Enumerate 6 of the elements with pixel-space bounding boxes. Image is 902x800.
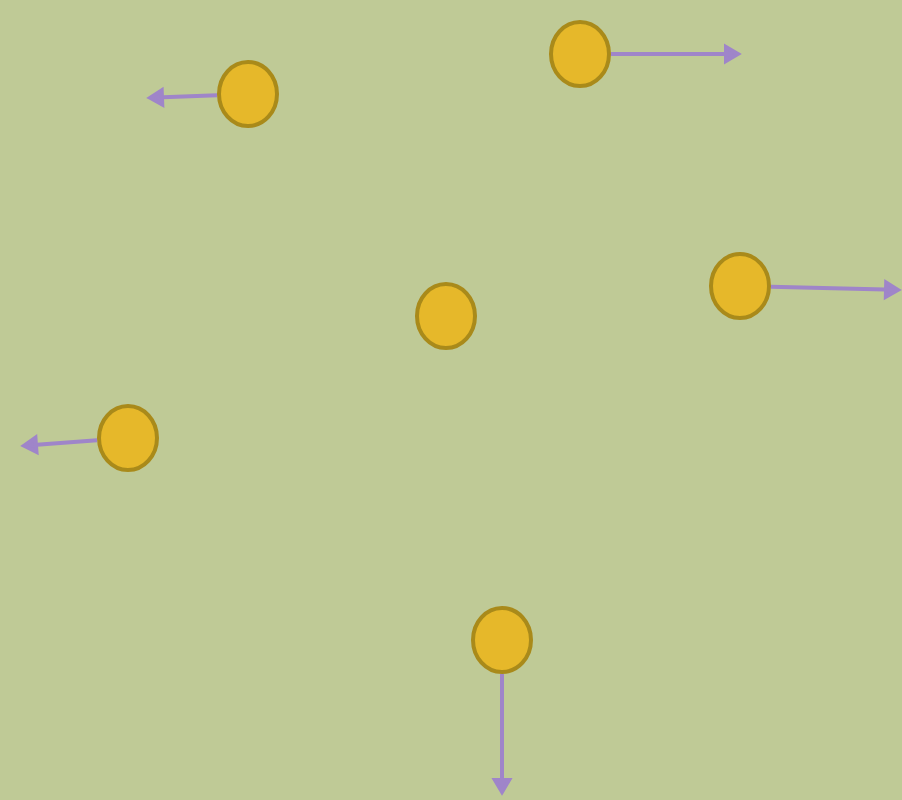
ball bbox=[217, 60, 279, 128]
ball bbox=[709, 252, 771, 320]
ball bbox=[415, 282, 477, 350]
ball bbox=[97, 404, 159, 472]
ball bbox=[471, 606, 533, 674]
ball bbox=[549, 20, 611, 88]
